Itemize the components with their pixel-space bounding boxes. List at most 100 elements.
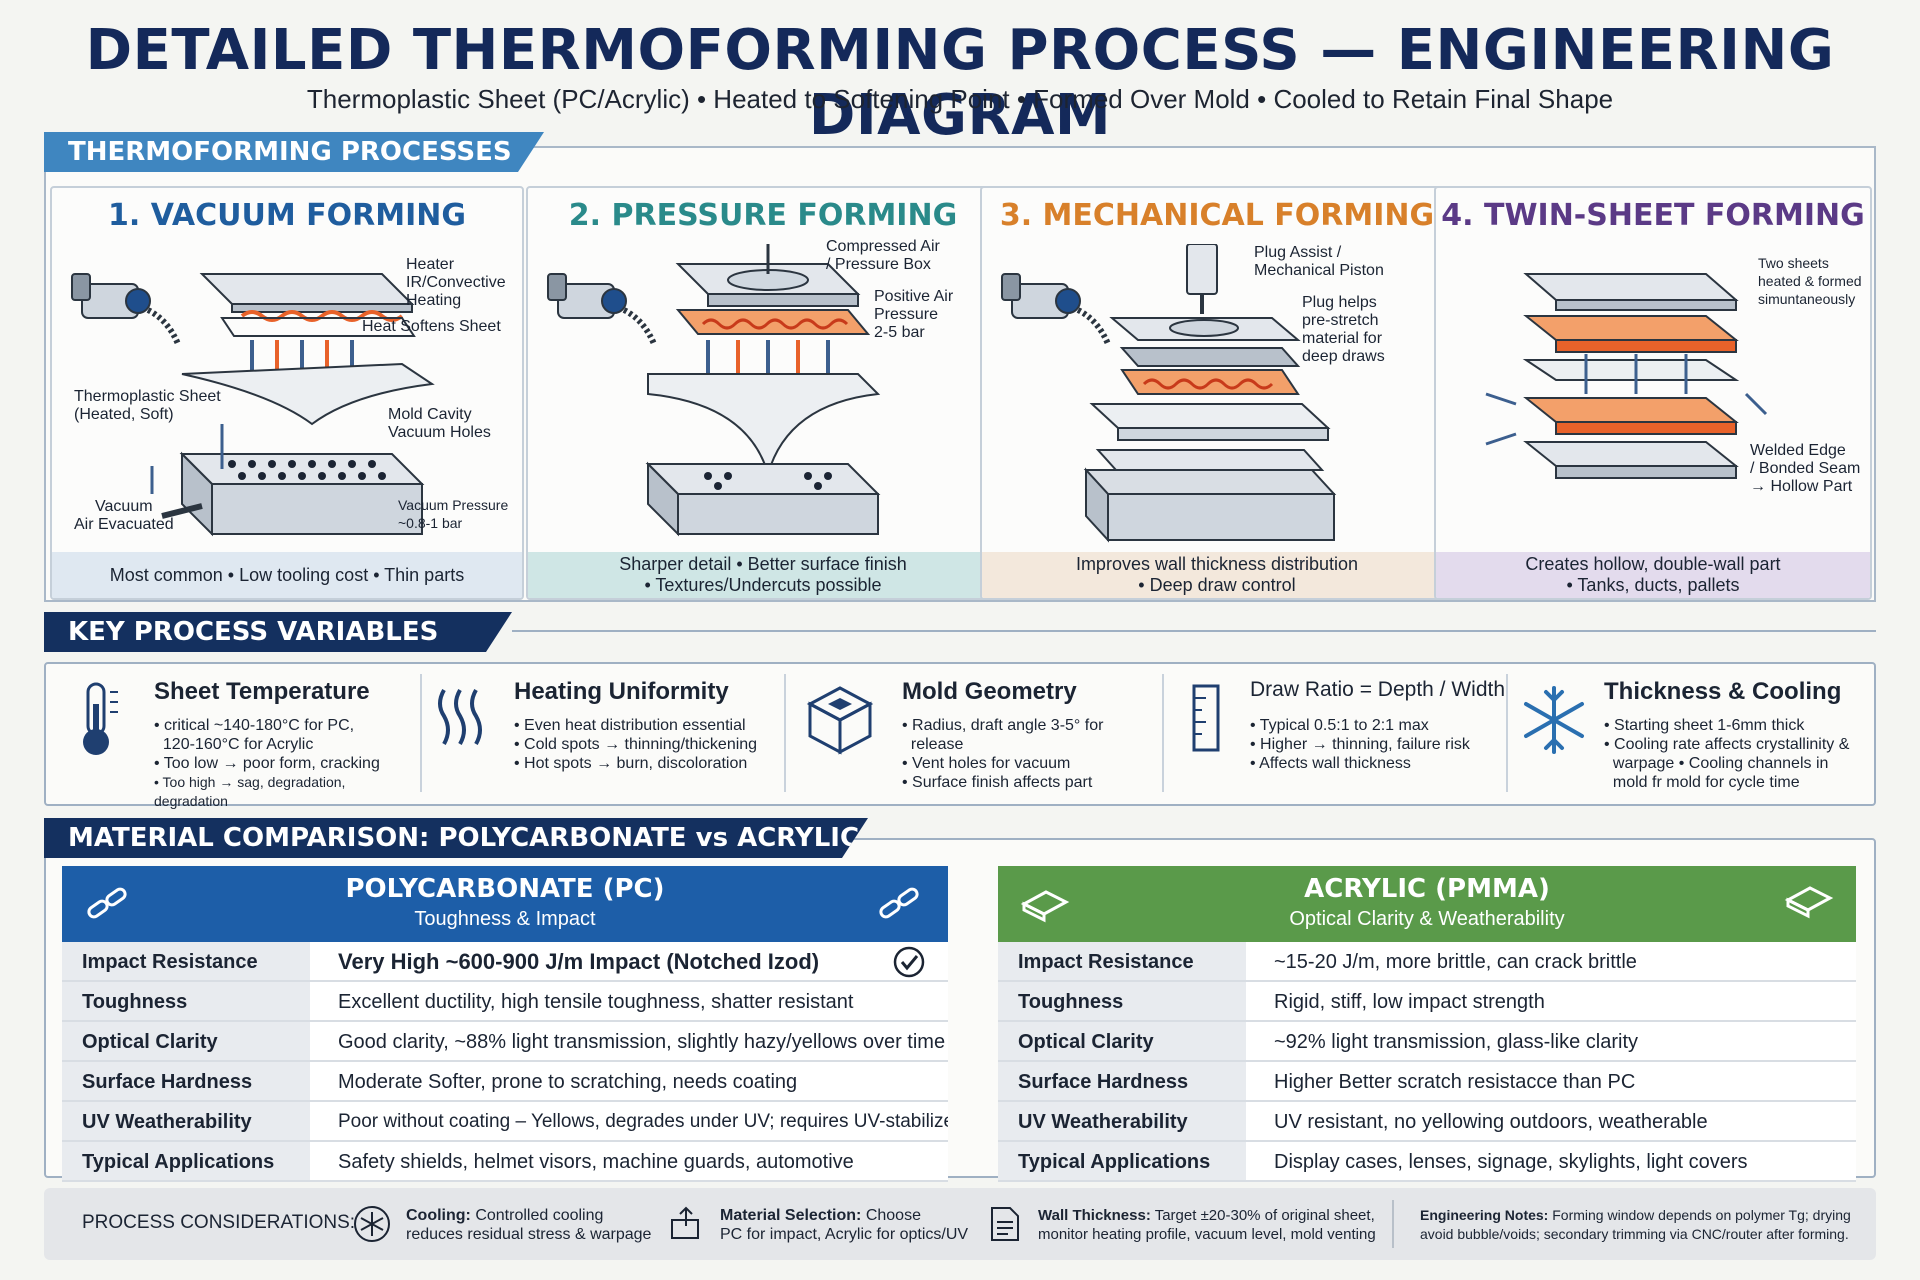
vacuum-forming-title: 1. VACUUM FORMING	[108, 198, 466, 233]
mold-label: Mold Cavity Vacuum Holes	[388, 406, 491, 441]
mechanical-forming-title: 3. MECHANICAL FORMING	[999, 198, 1435, 233]
variables-rule	[512, 630, 1876, 632]
heater-plate	[199, 273, 416, 337]
variable-title: Sheet Temperature	[154, 678, 370, 705]
variable-list: • Radius, draft angle 3-5° for release •…	[902, 717, 1104, 791]
acrylic-sheet-icon	[1020, 890, 1070, 923]
vacuum-forming-illustration	[71, 273, 435, 537]
checkmark-icon	[893, 946, 925, 978]
thermometer-icon	[83, 682, 118, 755]
mold-cube-icon	[806, 686, 874, 755]
vacuum-forming-card: 1. VACUUM FORMING	[50, 186, 524, 600]
mechanical-heater	[1119, 347, 1301, 395]
material-icon	[671, 1206, 699, 1239]
mechanical-forming-card: 3. MECHANICAL FORMING Plug Assist / M	[980, 186, 1454, 600]
polycarbonate-tagline: Toughness & Impact	[414, 908, 596, 930]
sheet-label: Thermoplastic Sheet (Heated, Soft)	[74, 388, 221, 423]
variable-divider	[1506, 674, 1508, 792]
ruler-icon	[1192, 684, 1220, 752]
acrylic-tagline: Optical Clarity & Weatherability	[1289, 908, 1565, 930]
vacuum-forming-footer: Most common • Low tooling cost • Thin pa…	[52, 552, 522, 598]
welded-edge-label: Welded Edge / Bonded Seam → Hollow Part	[1750, 442, 1861, 495]
variable-heating-uniformity: Heating Uniformity • Even heat distribut…	[432, 666, 782, 804]
table-row: Optical Clarity~92% light transmission, …	[998, 1022, 1856, 1062]
mechanical-forming-footer: Improves wall thickness distribution • D…	[982, 552, 1452, 598]
twin-sheet-forming-title: 4. TWIN-SHEET FORMING	[1441, 198, 1865, 233]
variable-divider	[420, 674, 422, 792]
twin-sheet-forming-footer: Creates hollow, double-wall part • Tanks…	[1436, 552, 1870, 598]
twin-sheet-forming-card: 4. TWIN-SHEET FORMING Two sheets heated …	[1434, 186, 1872, 600]
variable-divider	[1162, 674, 1164, 792]
variable-draw-ratio: Draw Ratio = Depth / Width • Typical 0.5…	[1184, 666, 1506, 804]
pressure-box	[675, 244, 871, 335]
acrylic-header: ACRYLIC (PMMA) Optical Clarity & Weather…	[998, 866, 1856, 942]
process-considerations-bar: PROCESS CONSIDERATIONS: Cooling: Control…	[44, 1188, 1876, 1260]
pressure-forming-card: 2. PRESSURE FORMING	[526, 186, 1000, 600]
heater-label: Heater IR/Convective Heating	[406, 256, 506, 309]
engineering-notes: Engineering Notes: Forming window depend…	[1420, 1207, 1851, 1242]
chain-link-icon	[87, 887, 127, 919]
footer-divider	[1392, 1200, 1394, 1248]
polycarbonate-table: POLYCARBONATE (PC) Toughness & Impact Im…	[62, 866, 948, 1182]
variable-divider	[784, 674, 786, 792]
processes-banner: THERMOFORMING PROCESSES	[44, 132, 544, 172]
softens-label: Heat Softens Sheet	[362, 318, 501, 335]
variable-title: Heating Uniformity	[514, 678, 729, 705]
variable-thickness-cooling: Thickness & Cooling • Starting sheet 1-6…	[1522, 666, 1872, 804]
table-row: Impact Resistance~15-20 J/m, more brittl…	[998, 942, 1856, 982]
compressor-icon	[547, 273, 657, 346]
plug-assist-label: Plug Assist / Mechanical Piston	[1254, 244, 1384, 279]
variable-sheet-temperature: Sheet Temperature • critical ~140-180°C …	[70, 666, 420, 809]
plug-piston	[1109, 244, 1301, 341]
pressure-forming-footer: Sharper detail • Better surface finish •…	[528, 552, 998, 598]
pressure-mold	[645, 461, 881, 537]
mold-cavity	[161, 451, 425, 537]
considerations-label: PROCESS CONSIDERATIONS:	[82, 1212, 356, 1233]
variable-list: • Even heat distribution essential • Col…	[514, 717, 758, 772]
vacuum-label: Vacuum Air Evacuated	[74, 498, 174, 533]
cooling-icon	[354, 1206, 390, 1242]
pressure-forming-illustration	[547, 244, 881, 537]
mechanical-forming-illustration	[1001, 244, 1337, 543]
vacuum-pump-icon	[71, 273, 181, 346]
variable-title: Mold Geometry	[902, 678, 1077, 705]
polycarbonate-header: POLYCARBONATE (PC) Toughness & Impact	[62, 866, 948, 942]
snowflake-icon	[1524, 686, 1584, 754]
heat-waves-icon	[438, 689, 482, 745]
acrylic-table: ACRYLIC (PMMA) Optical Clarity & Weather…	[998, 866, 1856, 1182]
twin-sheet-illustration	[1485, 273, 1768, 479]
acrylic-sheet-icon	[1784, 886, 1834, 919]
thermoplastic-sheet	[181, 362, 435, 426]
variables-panel	[44, 662, 1876, 806]
variable-mold-geometry: Mold Geometry • Radius, draft angle 3-5°…	[800, 666, 1170, 804]
two-sheets-label: Two sheets heated & formed simuntaneousl…	[1758, 255, 1862, 307]
plug-helps-label: Plug helps pre-stretch material for deep…	[1302, 294, 1385, 365]
variables-banner: KEY PROCESS VARIABLES	[44, 612, 512, 652]
acrylic-name: ACRYLIC (PMMA)	[1304, 874, 1550, 904]
variable-list: • Typical 0.5:1 to 2:1 max • Higher → th…	[1250, 717, 1470, 772]
variable-list: • critical ~140-180°C for PC, 120-160°C …	[154, 717, 380, 809]
polycarbonate-name: POLYCARBONATE (PC)	[345, 874, 665, 904]
variable-title: Thickness & Cooling	[1604, 678, 1842, 705]
variable-list: • Starting sheet 1-6mm thick • Cooling r…	[1604, 717, 1850, 791]
twin-lower-heater	[1523, 397, 1739, 435]
vacuum-pressure-label: Vacuum Pressure ~0.8-1 bar	[398, 497, 509, 531]
wall-thickness-note: Wall Thickness: Target ±20-30% of origin…	[1038, 1207, 1376, 1243]
mechanical-mold	[1083, 449, 1337, 543]
positive-pressure-label: Positive Air Pressure 2-5 bar	[874, 288, 954, 341]
materials-banner: MATERIAL COMPARISON: POLYCARBONATE vs AC…	[44, 818, 868, 858]
page-subtitle: Thermoplastic Sheet (PC/Acrylic) • Heate…	[306, 84, 1614, 114]
page-title: DETAILED THERMOFORMING PROCESS — ENGINEE…	[85, 18, 1835, 148]
compressed-air-label: Compressed Air / Pressure Box	[826, 238, 940, 273]
chain-link-icon	[879, 887, 919, 919]
